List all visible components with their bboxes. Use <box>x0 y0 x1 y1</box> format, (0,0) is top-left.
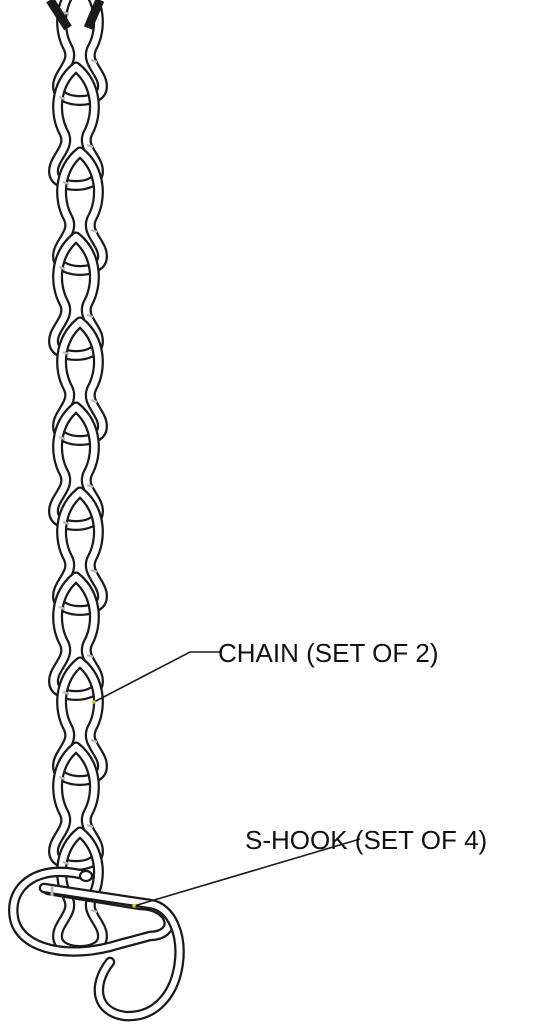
link-highlight <box>58 775 66 781</box>
chain-top-fragment <box>46 0 105 31</box>
link-highlight <box>62 180 70 186</box>
link-highlight <box>90 228 98 234</box>
s-hook-leader-line <box>133 838 361 907</box>
link-highlight <box>62 10 70 16</box>
link-highlight <box>58 95 66 101</box>
chain-callout-label: CHAIN (SET OF 2) <box>218 638 439 668</box>
chain-leader-line <box>93 651 222 703</box>
link-highlight <box>90 738 98 744</box>
s-hook-leader-tip <box>132 904 136 908</box>
link-highlight <box>86 823 94 829</box>
link-highlight <box>58 435 66 441</box>
link-highlight <box>62 860 70 866</box>
link-highlight <box>62 350 70 356</box>
link-highlight <box>90 568 98 574</box>
link-highlight <box>62 690 70 696</box>
link-highlight <box>58 605 66 611</box>
s-hook-drawing <box>8 866 185 1022</box>
link-highlight <box>86 483 94 489</box>
leader-lines <box>92 651 361 908</box>
link-highlight <box>86 143 94 149</box>
link-highlight <box>62 520 70 526</box>
link-highlight <box>58 265 66 271</box>
chain-leader-tip <box>92 700 96 704</box>
chain-drawing <box>46 0 105 951</box>
link-highlight <box>90 398 98 404</box>
s-hook-callout-label: S-HOOK (SET OF 4) <box>245 825 488 855</box>
link-highlight <box>86 313 94 319</box>
link-highlight <box>90 58 98 64</box>
link-highlight <box>86 653 94 659</box>
link-highlight <box>90 908 98 914</box>
